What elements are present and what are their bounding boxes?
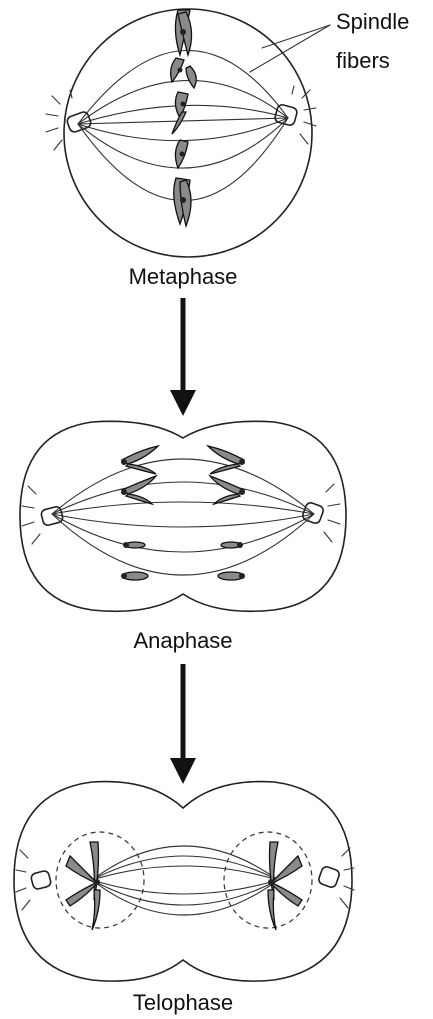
metaphase-chromosomes — [171, 10, 197, 226]
telophase-label: Telophase — [133, 990, 233, 1015]
telophase-cell — [14, 782, 354, 982]
metaphase-cell — [46, 9, 330, 257]
anaphase-label: Anaphase — [133, 628, 232, 653]
anaphase-chromosomes-left — [121, 446, 158, 580]
telophase-centriole-left — [16, 850, 52, 910]
metaphase-label: Metaphase — [129, 264, 238, 289]
anaphase-chromosomes-right — [208, 446, 245, 580]
arrow-anaphase-to-telophase — [170, 664, 196, 784]
metaphase-centriole-right — [274, 86, 316, 144]
telophase-spindle-fibers — [92, 846, 278, 915]
spindle-label-line2: fibers — [336, 48, 390, 73]
spindle-fibers-pointer-lines — [250, 25, 330, 72]
telophase-centriole-right — [317, 848, 354, 908]
spindle-label-line1: Spindle — [336, 9, 409, 34]
arrow-metaphase-to-anaphase — [170, 298, 196, 416]
metaphase-spindle-fibers — [78, 50, 288, 200]
anaphase-cell-membrane — [20, 421, 346, 611]
anaphase-cell — [20, 421, 346, 611]
telophase-cell-membrane — [14, 782, 352, 982]
anaphase-spindle-fibers — [52, 459, 314, 575]
